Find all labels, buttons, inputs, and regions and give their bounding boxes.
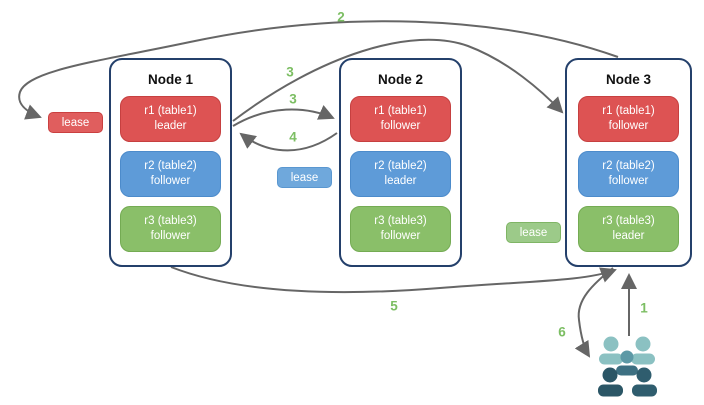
- step-label-3a: 3: [286, 64, 294, 80]
- replica-name: r1 (table1): [602, 105, 655, 118]
- replica-role: leader: [384, 175, 417, 187]
- replica-role: follower: [380, 230, 421, 242]
- step-label-3b: 3: [289, 91, 297, 107]
- replica-role: follower: [150, 230, 191, 242]
- replica-role: follower: [380, 120, 421, 132]
- node-2-replica-r2: r2 (table2) leader: [350, 151, 451, 197]
- arrow-step2-node3-to-lease1: [18, 20, 619, 120]
- node-2-replica-r3: r3 (table3) follower: [350, 206, 451, 252]
- node-1-title: Node 1: [147, 72, 193, 87]
- node-3-replica-r1: r1 (table1) follower: [578, 96, 679, 142]
- replica-role: leader: [154, 120, 187, 132]
- step-label-5: 5: [390, 298, 398, 314]
- arrow-step5-node1-to-node3: [170, 266, 617, 294]
- step-label-2: 2: [337, 9, 345, 25]
- arrow-step4-node2-to-node1: [239, 132, 338, 152]
- replica-name: r2 (table2): [144, 160, 197, 173]
- step-label-6: 6: [558, 324, 566, 340]
- lease-badge-r2: lease: [277, 167, 332, 188]
- replica-role: leader: [612, 230, 645, 242]
- node-3-replica-r3: r3 (table3) leader: [578, 206, 679, 252]
- replica-name: r3 (table3): [144, 215, 197, 228]
- node-3: Node 3 r1 (table1) follower r2 (table2) …: [565, 58, 692, 267]
- arrow-step6-node3-to-users: [574, 267, 614, 358]
- lease-badge-r1: lease: [48, 112, 103, 133]
- node-3-replica-r2: r2 (table2) follower: [578, 151, 679, 197]
- node-1-replica-r3: r3 (table3) follower: [120, 206, 221, 252]
- lease-badge-r3: lease: [506, 222, 561, 243]
- step-label-4: 4: [289, 129, 297, 145]
- node-1: Node 1 r1 (table1) leader r2 (table2) fo…: [109, 58, 232, 267]
- arrow-step3-node1-to-node2: [232, 105, 335, 127]
- node-3-title: Node 3: [605, 72, 651, 87]
- node-2-title: Node 2: [377, 72, 423, 87]
- arrow-step3-node1-to-node3: [232, 38, 564, 122]
- replica-name: r2 (table2): [374, 160, 427, 173]
- users-icon: [598, 336, 657, 397]
- replica-role: follower: [608, 120, 649, 132]
- replica-name: r1 (table1): [144, 105, 197, 118]
- node-1-replica-r2: r2 (table2) follower: [120, 151, 221, 197]
- replica-name: r2 (table2): [602, 160, 655, 173]
- node-2: Node 2 r1 (table1) follower r2 (table2) …: [339, 58, 462, 267]
- replica-role: follower: [150, 175, 191, 187]
- step-label-1: 1: [640, 300, 648, 316]
- replica-name: r3 (table3): [602, 215, 655, 228]
- replica-role: follower: [608, 175, 649, 187]
- node-2-replica-r1: r1 (table1) follower: [350, 96, 451, 142]
- replica-name: r3 (table3): [374, 215, 427, 228]
- replica-name: r1 (table1): [374, 105, 427, 118]
- node-1-replica-r1: r1 (table1) leader: [120, 96, 221, 142]
